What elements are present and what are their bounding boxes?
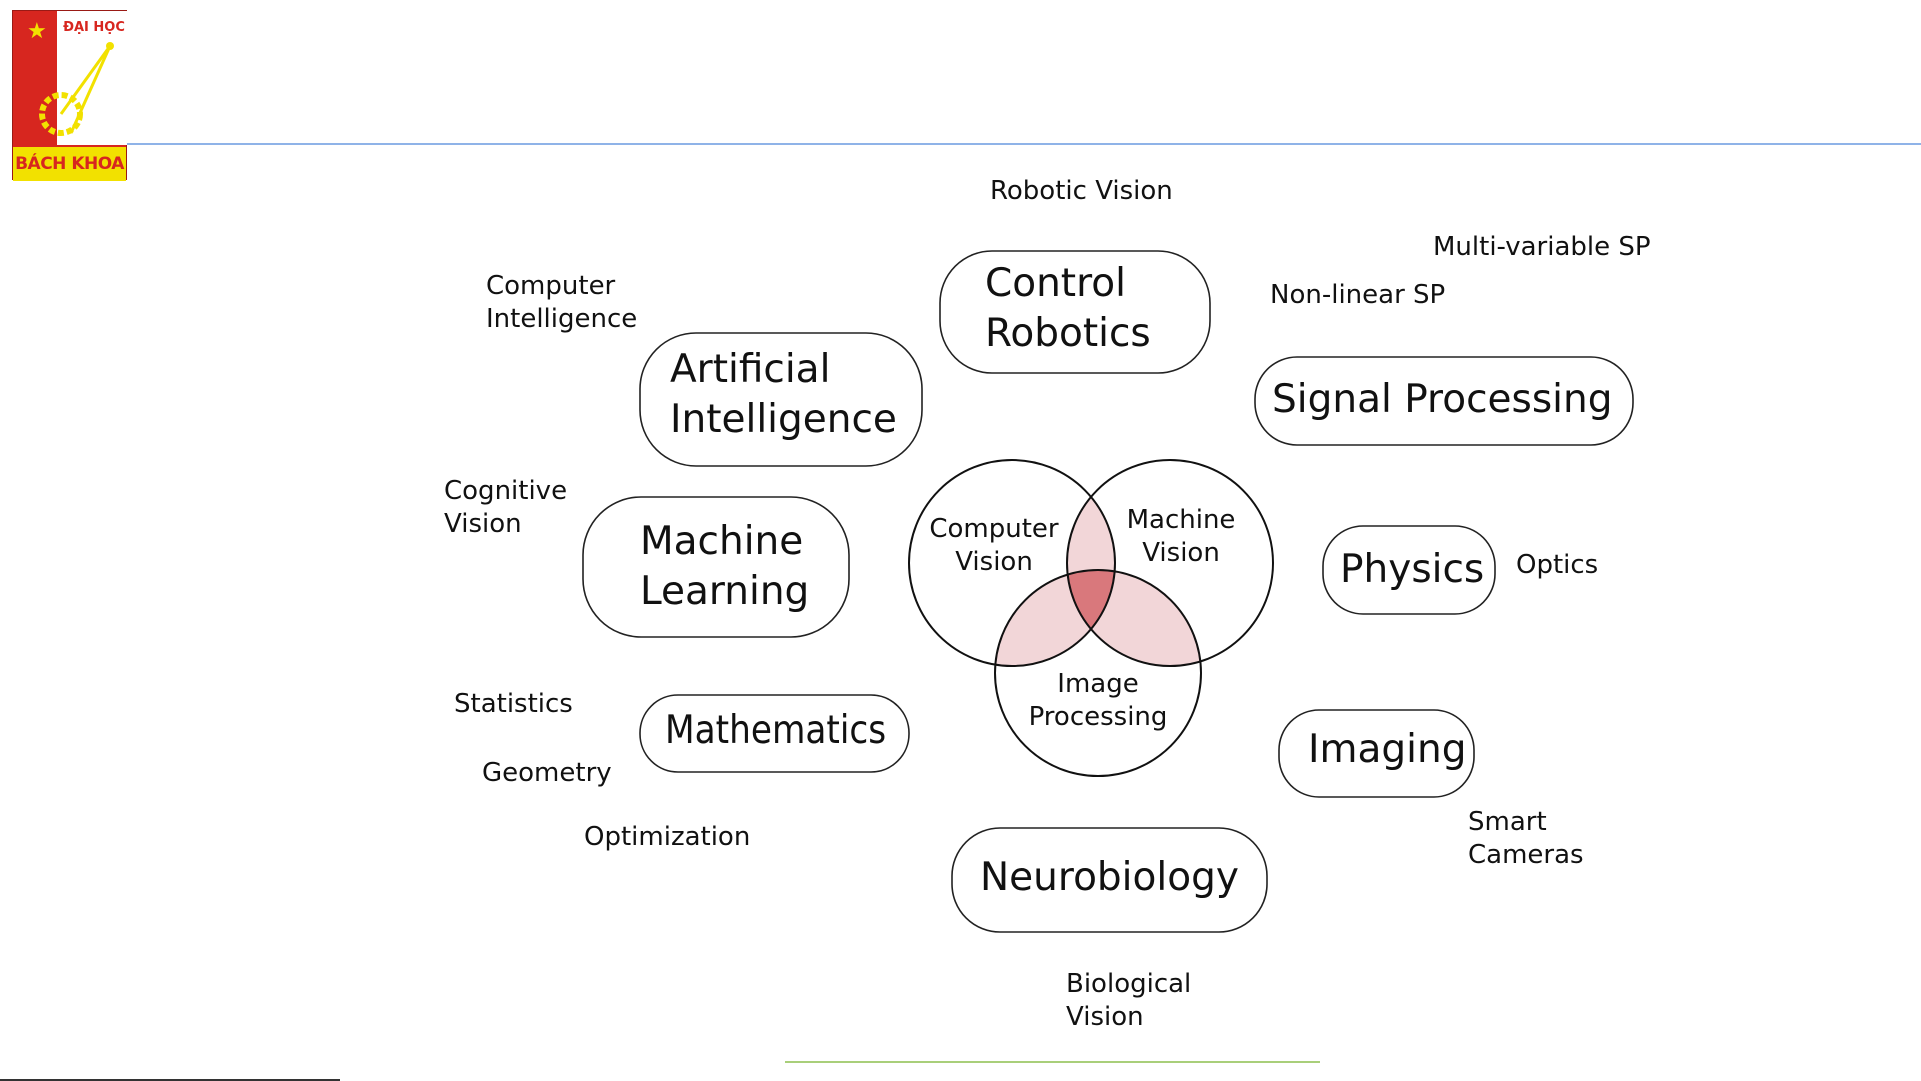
- artificial-intelligence-label: Artificial Intelligence: [670, 345, 897, 445]
- signal-processing-label: Signal Processing: [1272, 377, 1613, 422]
- header-rule: [127, 143, 1921, 145]
- pill-artificial-intelligence: [639, 332, 923, 467]
- venn-overlap-mv-ip: [1067, 570, 1201, 666]
- pill-neurobiology: [951, 827, 1268, 933]
- geometry-label: Geometry: [482, 758, 612, 788]
- statistics-label: Statistics: [454, 689, 573, 719]
- pill-machine-learning: [582, 496, 850, 638]
- robotic-vision-label: Robotic Vision: [990, 176, 1173, 206]
- computer-label: Computer: [929, 514, 1059, 544]
- machine-label: Machine: [640, 519, 804, 564]
- computer-label: Computer: [486, 271, 616, 301]
- control-robotics-label: Control Robotics: [985, 259, 1151, 359]
- footer-rule: [785, 1061, 1320, 1063]
- pill-signal-processing: [1254, 356, 1634, 446]
- neurobiology-label: Neurobiology: [980, 855, 1239, 900]
- footer-left-rule: [0, 1079, 340, 1081]
- non-linear-sp-label: Non-linear SP: [1270, 280, 1446, 310]
- artificial-label: Artificial: [670, 347, 831, 392]
- logo-bottom-text: BÁCH KHOA: [15, 154, 124, 174]
- star-icon: ★: [27, 19, 47, 44]
- venn-overlap-cv-ip: [995, 570, 1115, 666]
- biological-vision-label: Biological Vision: [1066, 968, 1191, 1034]
- pill-imaging: [1278, 709, 1475, 798]
- compass-gear-icon: [39, 42, 114, 136]
- pill-physics: [1322, 525, 1496, 615]
- image-label: Image: [1057, 669, 1139, 699]
- control-label: Control: [985, 261, 1126, 306]
- computer-intelligence-label: Computer Intelligence: [486, 270, 637, 336]
- machine-vision-label: Machine Vision: [1115, 504, 1247, 570]
- university-logo: ★ ĐẠI HỌC BÁCH KHOA: [12, 10, 128, 181]
- vision-label: Vision: [444, 509, 522, 539]
- biological-label: Biological: [1066, 969, 1192, 999]
- pill-control-robotics: [939, 250, 1211, 374]
- optimization-label: Optimization: [584, 822, 751, 852]
- logo-top-text: ĐẠI HỌC: [63, 20, 125, 35]
- machine-label: Machine: [1126, 505, 1236, 535]
- optics-label: Optics: [1516, 550, 1599, 580]
- intelligence-label: Intelligence: [486, 304, 638, 334]
- smart-cameras-label: Smart Cameras: [1468, 806, 1584, 872]
- vision-label: Vision: [1142, 538, 1220, 568]
- intelligence-label: Intelligence: [670, 397, 897, 442]
- processing-label: Processing: [1028, 702, 1168, 732]
- physics-label: Physics: [1340, 547, 1485, 592]
- imaging-label: Imaging: [1308, 727, 1467, 772]
- pill-mathematics: [639, 694, 910, 773]
- cognitive-label: Cognitive: [444, 476, 568, 506]
- smart-label: Smart: [1468, 807, 1547, 837]
- vision-label: Vision: [1066, 1002, 1144, 1032]
- computer-vision-label: Computer Vision: [928, 513, 1060, 579]
- cameras-label: Cameras: [1468, 840, 1584, 870]
- vision-label: Vision: [955, 547, 1033, 577]
- machine-learning-label: Machine Learning: [640, 517, 809, 617]
- learning-label: Learning: [640, 569, 810, 614]
- image-processing-label: Image Processing: [1022, 668, 1174, 734]
- mathematics-label: Mathematics: [665, 708, 887, 753]
- robotics-label: Robotics: [985, 311, 1151, 356]
- logo-white-panel: [57, 11, 128, 145]
- multi-variable-sp-label: Multi-variable SP: [1433, 232, 1651, 262]
- cognitive-vision-label: Cognitive Vision: [444, 475, 567, 541]
- logo-band: BÁCH KHOA: [13, 145, 126, 181]
